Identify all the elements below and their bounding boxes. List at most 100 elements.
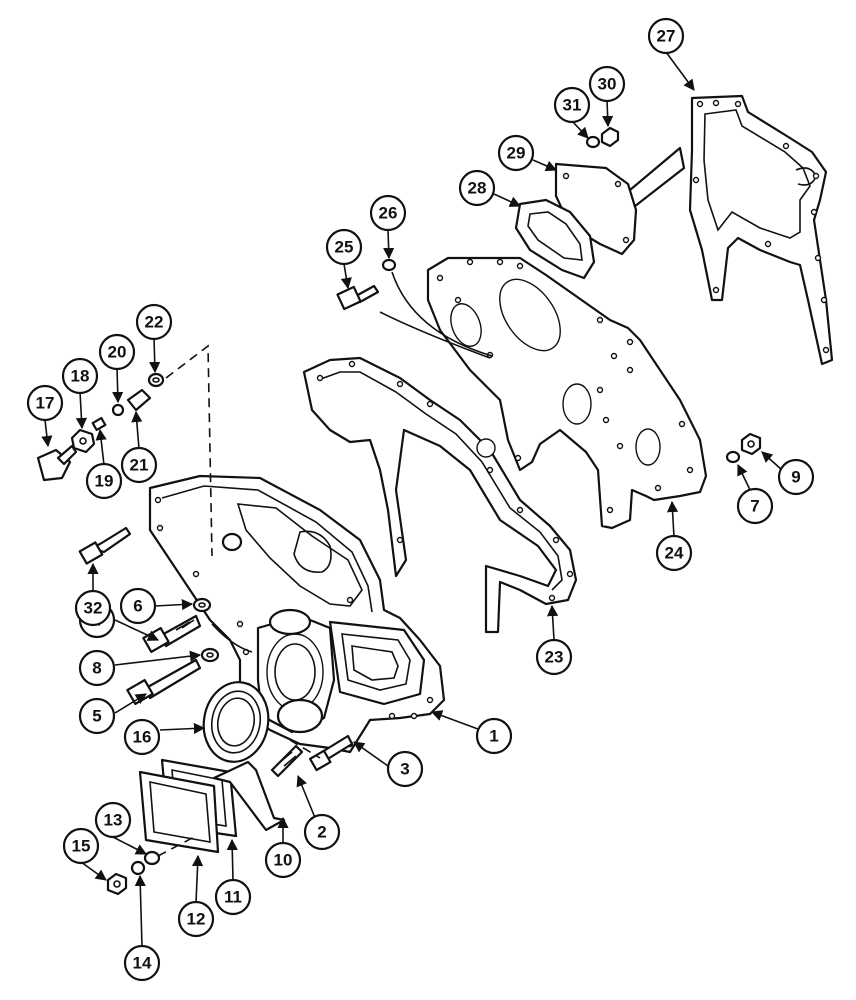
nut-18 [70, 428, 96, 454]
callout-31: 31 [553, 86, 591, 124]
svg-text:23: 23 [545, 648, 564, 667]
shading-curve-25 [379, 311, 491, 359]
bolt-4 [142, 614, 202, 654]
svg-text:18: 18 [71, 367, 90, 386]
svg-text:8: 8 [92, 659, 101, 678]
washer-13 [143, 850, 161, 866]
washer-14 [130, 860, 146, 876]
washer-30 [600, 126, 620, 148]
cover-plate-29 [554, 146, 686, 256]
svg-text:2: 2 [317, 823, 326, 842]
svg-text:30: 30 [598, 75, 617, 94]
leaders [41, 51, 783, 947]
callout-19: 19 [85, 462, 123, 500]
sleeve-19 [91, 416, 107, 432]
svg-text:22: 22 [145, 313, 164, 332]
svg-text:16: 16 [133, 728, 152, 747]
svg-text:19: 19 [95, 472, 114, 491]
bolt-25 [336, 284, 380, 311]
svg-text:32: 32 [84, 599, 103, 618]
callout-17: 17 [26, 384, 64, 422]
svg-text:31: 31 [563, 96, 582, 115]
washer-31 [585, 135, 601, 149]
callout-27: 27 [647, 17, 685, 55]
callout-12: 12 [177, 900, 215, 938]
callout-24: 24 [655, 534, 693, 572]
callout-28: 28 [458, 169, 496, 207]
fitting-21 [126, 388, 152, 412]
svg-text:20: 20 [108, 343, 127, 362]
washer-8 [200, 647, 220, 663]
cover-12 [138, 770, 220, 854]
gasket-23 [302, 356, 578, 634]
dowel-1a [221, 532, 243, 552]
callout-15: 15 [62, 827, 100, 865]
callout-22: 22 [135, 303, 173, 341]
assembly-line-13 [157, 835, 197, 857]
callout-6: 6 [119, 587, 157, 625]
stud-2 [270, 744, 304, 778]
svg-text:27: 27 [657, 27, 676, 46]
svg-text:26: 26 [379, 204, 398, 223]
svg-text:21: 21 [130, 456, 149, 475]
nut-9 [740, 432, 762, 456]
callout-25: 25 [325, 228, 363, 266]
seal-16 [202, 681, 270, 763]
washer-7 [725, 450, 741, 464]
svg-text:15: 15 [72, 837, 91, 856]
callout-20: 20 [98, 333, 136, 371]
svg-text:13: 13 [104, 811, 123, 830]
washer-22 [147, 372, 165, 388]
callout-26: 26 [369, 194, 407, 232]
callout-7: 7 [736, 487, 774, 525]
shading-curve-8 [211, 623, 253, 653]
callout-8: 8 [78, 649, 116, 687]
svg-text:10: 10 [274, 851, 293, 870]
callout-18: 18 [61, 357, 99, 395]
callout-10: 10 [264, 841, 302, 879]
svg-text:3: 3 [400, 760, 409, 779]
callout-13: 13 [94, 801, 132, 839]
svg-text:11: 11 [224, 888, 242, 907]
bolt-3 [308, 734, 354, 772]
gasket-28 [514, 198, 596, 280]
svg-text:12: 12 [187, 910, 206, 929]
svg-text:29: 29 [507, 144, 526, 163]
callout-21: 21 [120, 446, 158, 484]
callout-14: 14 [123, 944, 161, 982]
callout-11: 11 [214, 878, 252, 916]
callout-5: 5 [78, 697, 116, 735]
svg-text:17: 17 [36, 394, 55, 413]
fitting-17 [36, 444, 78, 482]
callout-32: 32 [74, 589, 112, 627]
callout-29: 29 [497, 134, 535, 172]
svg-text:1: 1 [489, 727, 498, 746]
svg-text:28: 28 [468, 179, 487, 198]
callout-9: 9 [777, 458, 815, 496]
washer-26 [381, 258, 397, 272]
svg-text:6: 6 [133, 597, 142, 616]
svg-text:14: 14 [133, 954, 152, 973]
gasket-27 [688, 94, 834, 366]
bolt-32 [78, 526, 132, 565]
plate-24 [426, 256, 708, 530]
callout-2: 2 [303, 813, 341, 851]
washer-6 [192, 597, 212, 613]
svg-text:24: 24 [665, 544, 684, 563]
callout-16: 16 [123, 718, 161, 756]
callout-23: 23 [535, 638, 573, 676]
svg-text:7: 7 [750, 497, 759, 516]
callout-1: 1 [475, 717, 513, 755]
nut-15 [106, 872, 128, 896]
assembly-line-3 [289, 739, 321, 759]
bolt-5 [126, 658, 202, 706]
ring-20 [111, 403, 125, 417]
callout-3: 3 [386, 750, 424, 788]
svg-text:9: 9 [791, 468, 800, 487]
svg-text:5: 5 [92, 707, 101, 726]
svg-text:25: 25 [335, 238, 354, 257]
assembly-line-fittings [165, 344, 213, 557]
shading-curve-26 [391, 271, 493, 357]
callout-30: 30 [588, 65, 626, 103]
